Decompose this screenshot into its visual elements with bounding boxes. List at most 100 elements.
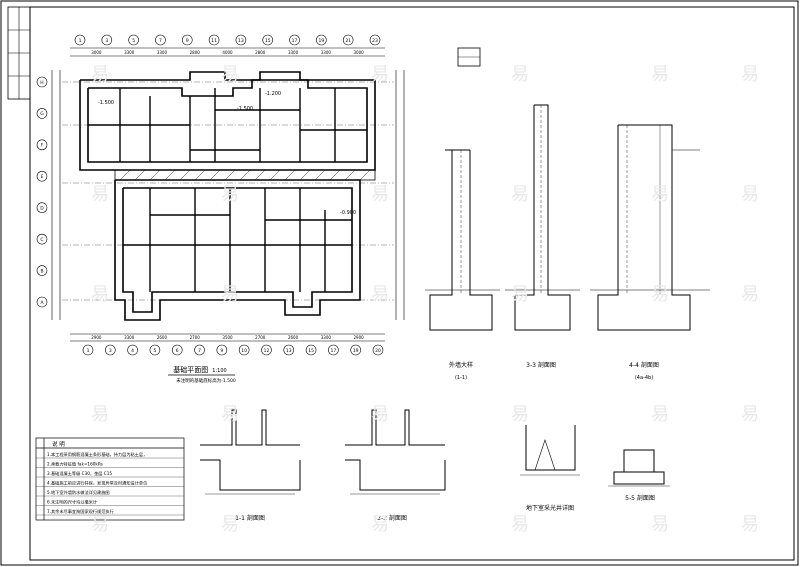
grid-bottom-bubble: 7: [198, 348, 201, 354]
grid-top-bubble: 3: [105, 38, 108, 44]
grid-top-bubble: 11: [211, 38, 217, 44]
watermark: 易: [651, 404, 669, 425]
grid-top-bubble: 1: [79, 38, 82, 44]
section-sub-1: (1-1): [455, 375, 467, 381]
wall-detail-2: [505, 104, 580, 331]
grid-bottom-bubble: 5: [153, 348, 156, 354]
section-sub-3: (4a-4b): [635, 375, 653, 381]
watermark: 易: [91, 64, 109, 85]
grid-top-bubble-circle: [155, 34, 166, 46]
inner-frame: [29, 6, 795, 561]
grid-left-bubble: B: [40, 268, 43, 274]
grid-bottom-bubble-circle: [261, 344, 272, 356]
notes-lines: 1.本工程采用钢筋混凝土条形基础，持力层为粘土层，2.承载力特征值 fak=16…: [36, 451, 184, 516]
grid-top-bubble: 23: [372, 38, 378, 44]
dim-bottom-label: 3300: [124, 335, 135, 340]
grid-left-bubble: G: [40, 111, 44, 117]
grid-top-bubble-circle: [74, 34, 86, 46]
note-line: 1.本工程采用钢筋混凝土条形基础，持力层为粘土层，: [47, 451, 147, 458]
grid-left-bubble: E: [41, 174, 44, 180]
watermark: 易: [651, 284, 669, 305]
watermark: 易: [741, 184, 759, 205]
dim-top-label: 3300: [321, 50, 332, 55]
watermark: 易: [221, 284, 239, 305]
watermark: 易: [741, 404, 759, 425]
note-line: 6.未注明的尺寸均以毫米计: [47, 499, 97, 506]
watermark: 易: [91, 514, 109, 535]
dim-bottom-label: 2700: [255, 335, 266, 340]
grid-bottom-bubble-circle: [171, 344, 183, 356]
grid-top-bubble: 13: [238, 38, 244, 44]
notes-table: [35, 437, 185, 521]
watermark: 易: [91, 184, 109, 205]
grid-top-bubble-circle: [101, 34, 113, 46]
dim-top-label: 3300: [124, 50, 135, 55]
grid-left-bubble: D: [40, 206, 44, 212]
grid-top-bubble-circle: [181, 34, 193, 46]
watermark: 易: [221, 404, 239, 425]
watermarks: 易易易易易易易易易易易易易易易易易易易易易易易易易易易易易易: [91, 64, 759, 535]
grid-left-bubble-circle: [36, 233, 48, 245]
grid-bottom-bubble-circle: [194, 344, 205, 356]
wall-detail-3: [590, 124, 710, 331]
grid-top-bubble-circle: [289, 34, 300, 46]
watermark: 易: [221, 184, 239, 205]
grid-bottom-bubble: 1: [87, 348, 90, 354]
grid-left-bubble: A: [40, 300, 44, 306]
grid-top-bubble-circle: [316, 34, 327, 46]
grid-bottom-bubble: 17: [331, 348, 337, 354]
section-title-3: 4-4 剖面图: [629, 361, 659, 369]
grid-bottom-bubble: 9: [220, 348, 223, 354]
dim-bottom-label: 3300: [321, 335, 332, 340]
watermark: 易: [371, 404, 389, 425]
grid-top-bubble: 9: [186, 38, 189, 44]
note-line: 3.基础混凝土等级 C30，垫层 C15: [47, 470, 112, 477]
watermark: 易: [91, 284, 109, 305]
column-detail: [457, 47, 481, 67]
grid-left-bubble-circle: [36, 202, 48, 214]
grid-top-bubble-circle: [262, 34, 274, 46]
section-title-7: 5-5 剖面图: [625, 494, 655, 502]
grid-left-bubble: H: [40, 80, 43, 86]
note-line: 7.其余未尽事宜按国家现行规范执行: [47, 508, 114, 515]
section-5-5: [608, 449, 670, 487]
watermark: 易: [511, 284, 529, 305]
watermark: 易: [221, 64, 239, 85]
watermark: 易: [511, 404, 529, 425]
dim-bottom-label: 2600: [288, 335, 299, 340]
section-title-1: 外墙大样: [449, 361, 473, 369]
grid-top-bubble-circle: [128, 34, 139, 46]
grid-top-bubble: 17: [292, 38, 298, 44]
dim-top-label: 3300: [288, 50, 299, 55]
grid-left-bubble-circle: [36, 139, 48, 151]
dim-top-label: 4000: [222, 50, 233, 55]
grid-top-bubble-circle: [235, 34, 247, 46]
dim-top-label: 3300: [157, 50, 168, 55]
note-line: 4.基础施工前应进行钎探，发现异常及时通知设计单位: [47, 480, 147, 487]
plan-level-4: -0.900: [340, 210, 356, 216]
plan-note: 未注明的基础底标高为-1.500: [176, 377, 236, 384]
watermark: 易: [651, 64, 669, 85]
notes-header: 说 明: [52, 440, 65, 448]
dim-bottom-label: 3500: [222, 335, 233, 340]
grid-bottom-bubble-circle: [127, 344, 138, 356]
wall-detail-1: [425, 149, 500, 331]
grid-top-bubble-circle: [342, 34, 354, 46]
watermark: 易: [651, 184, 669, 205]
grid-bottom-bubble-circle: [149, 344, 161, 356]
grid-top-bubble: 19: [318, 38, 324, 44]
watermark: 易: [91, 404, 109, 425]
watermark: 易: [741, 64, 759, 85]
grid-top-bubble: 7: [159, 38, 162, 44]
watermark: 易: [371, 64, 389, 85]
watermark: 易: [221, 514, 239, 535]
grid-left-bubble-circle: [36, 296, 48, 308]
grid-top-bubble: 5: [132, 38, 135, 44]
grid-bottom-bubble-circle: [283, 344, 295, 356]
grid-bottom-bubble-circle: [105, 344, 116, 356]
section-title-5: 2-2 剖面图: [377, 514, 407, 522]
grid-left-bubble: F: [41, 143, 44, 149]
title-block: [7, 6, 31, 100]
